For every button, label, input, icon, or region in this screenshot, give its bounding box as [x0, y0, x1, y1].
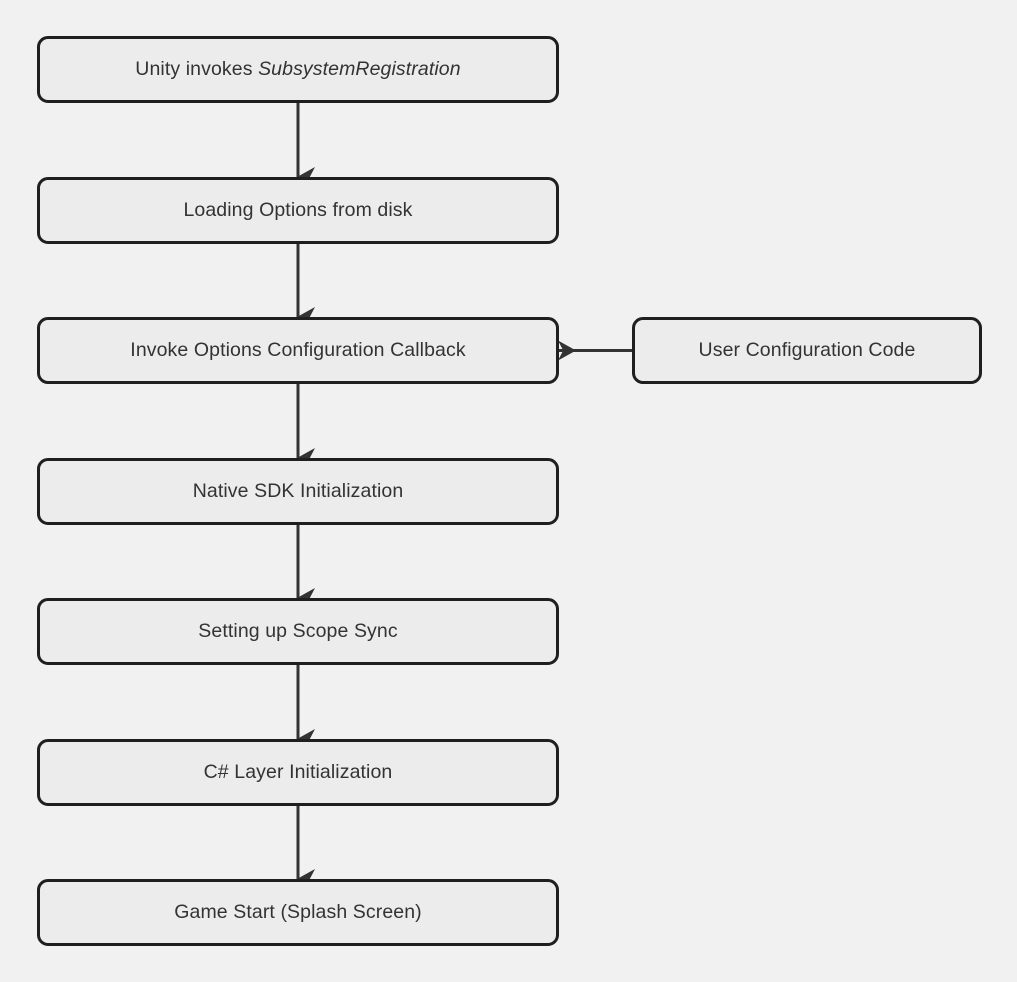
- node-csharp-layer-initialization[interactable]: C# Layer Initialization: [37, 739, 559, 806]
- node-invoke-options-configuration-callback[interactable]: Invoke Options Configuration Callback: [37, 317, 559, 384]
- node-label: Game Start (Splash Screen): [174, 900, 422, 923]
- node-label: Invoke Options Configuration Callback: [130, 338, 466, 361]
- node-label-emphasis: SubsystemRegistration: [258, 57, 461, 80]
- node-label: User Configuration Code: [698, 338, 916, 361]
- node-unity-invokes-subsystemregistration[interactable]: Unity invokes SubsystemRegistration: [37, 36, 559, 103]
- node-label: Loading Options from disk: [183, 198, 413, 221]
- node-loading-options-from-disk[interactable]: Loading Options from disk: [37, 177, 559, 244]
- node-label: Unity invokes SubsystemRegistration: [123, 58, 472, 81]
- node-label: C# Layer Initialization: [203, 760, 393, 783]
- node-label: Setting up Scope Sync: [198, 619, 398, 642]
- node-setting-up-scope-sync[interactable]: Setting up Scope Sync: [37, 598, 559, 665]
- node-user-configuration-code[interactable]: User Configuration Code: [632, 317, 982, 384]
- node-native-sdk-initialization[interactable]: Native SDK Initialization: [37, 458, 559, 525]
- node-label-plain: Unity invokes: [135, 57, 259, 80]
- node-game-start-splash-screen[interactable]: Game Start (Splash Screen): [37, 879, 559, 946]
- node-label: Native SDK Initialization: [192, 479, 404, 502]
